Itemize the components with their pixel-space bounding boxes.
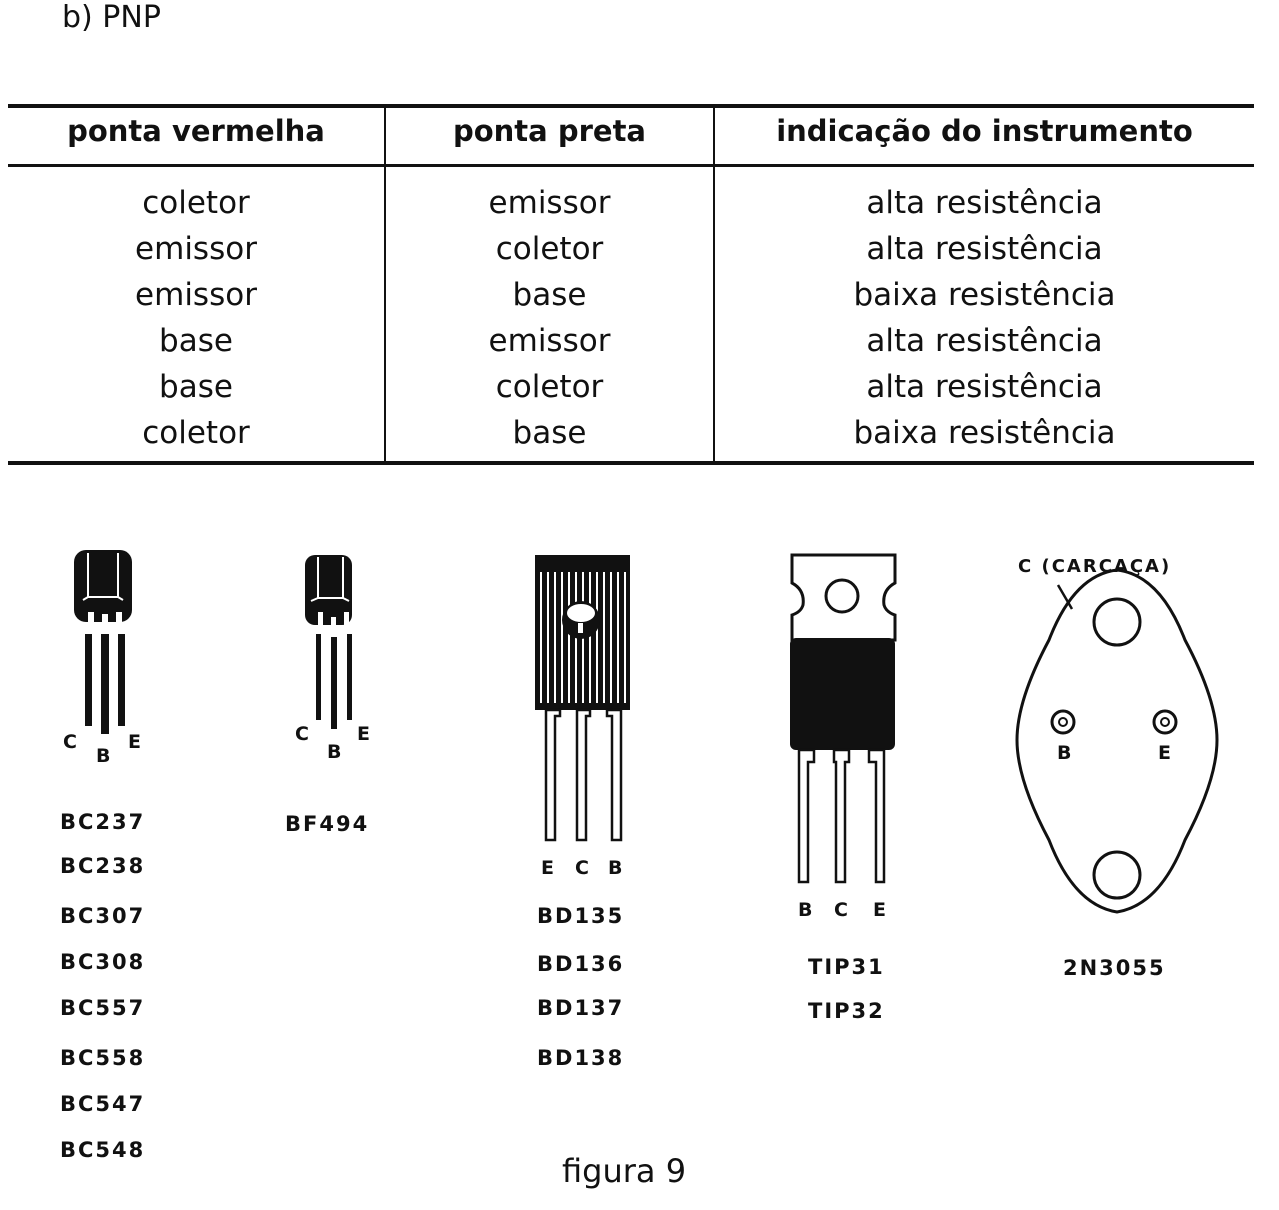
part-number: BC237 [60,810,146,834]
section-heading: b) PNP [62,0,161,35]
pin-label: E [1158,742,1171,764]
part-number: BC238 [60,854,146,878]
part-number: BC307 [60,904,146,928]
table-bottom-rule [8,461,1254,465]
pin-label: C [295,723,309,745]
part-number: BC548 [60,1138,146,1162]
part-number: BC557 [60,996,146,1020]
pin-label: E [357,723,370,745]
cell: base [512,415,587,451]
cell: emissor [135,277,257,313]
pin-label: B [96,745,111,767]
pin-label: B [327,741,342,763]
cell: emissor [488,323,611,359]
column-red-probe: coletor emissor emissor base base coleto… [8,180,384,456]
pin-label: E [128,731,141,753]
cell: baixa resistência [853,277,1116,313]
header-black-probe: ponta preta [452,114,647,148]
figure-caption: figura 9 [562,1152,687,1190]
table-top-rule [8,104,1254,108]
cell: alta resistência [866,323,1103,359]
part-number: BD137 [537,996,625,1020]
part-number: TIP31 [808,955,885,979]
cell: coletor [142,415,250,451]
part-number: BF494 [285,812,370,836]
pin-label: E [873,899,886,921]
to92-small-drawing [305,555,352,729]
to92-large-drawing [74,550,132,734]
cell: emissor [135,231,257,267]
table-header-rule [8,164,1254,167]
to126-drawing [535,555,630,842]
part-number: 2N3055 [1063,956,1166,980]
part-number: BC547 [60,1092,146,1116]
cell: base [159,369,233,405]
pin-label: B [1057,742,1072,764]
part-number: BD135 [537,904,625,928]
column-reading: alta resistência alta resistência baixa … [715,180,1254,456]
column-black-probe: emissor coletor base emissor coletor bas… [386,180,713,456]
pin-label: C [834,899,848,921]
part-number: BD136 [537,952,625,976]
header-reading: indicação do instrumento [776,114,1193,148]
column-divider [713,107,715,463]
pin-label: E [541,857,554,879]
part-number: BD138 [537,1046,625,1070]
column-divider [384,107,386,463]
pin-label: C [63,731,77,753]
cell: emissor [488,185,611,221]
cell: alta resistência [866,231,1103,267]
pin-label: B [798,899,813,921]
part-number: TIP32 [808,999,885,1023]
cell: coletor [142,185,250,221]
cell: base [159,323,233,359]
part-number: BC308 [60,950,146,974]
cell: coletor [495,231,604,267]
case-label: C (CARCAÇA) [1018,556,1172,577]
to3-drawing [1015,568,1219,914]
header-red-probe: ponta vermelha [67,114,325,148]
cell: baixa resistência [853,415,1116,451]
cell: alta resistência [866,185,1103,221]
cell: base [512,277,587,313]
pin-label: B [608,857,623,879]
cell: coletor [495,369,604,405]
pin-label: C [575,857,589,879]
part-number: BC558 [60,1046,146,1070]
cell: alta resistência [866,369,1103,405]
to220-drawing [790,553,897,884]
